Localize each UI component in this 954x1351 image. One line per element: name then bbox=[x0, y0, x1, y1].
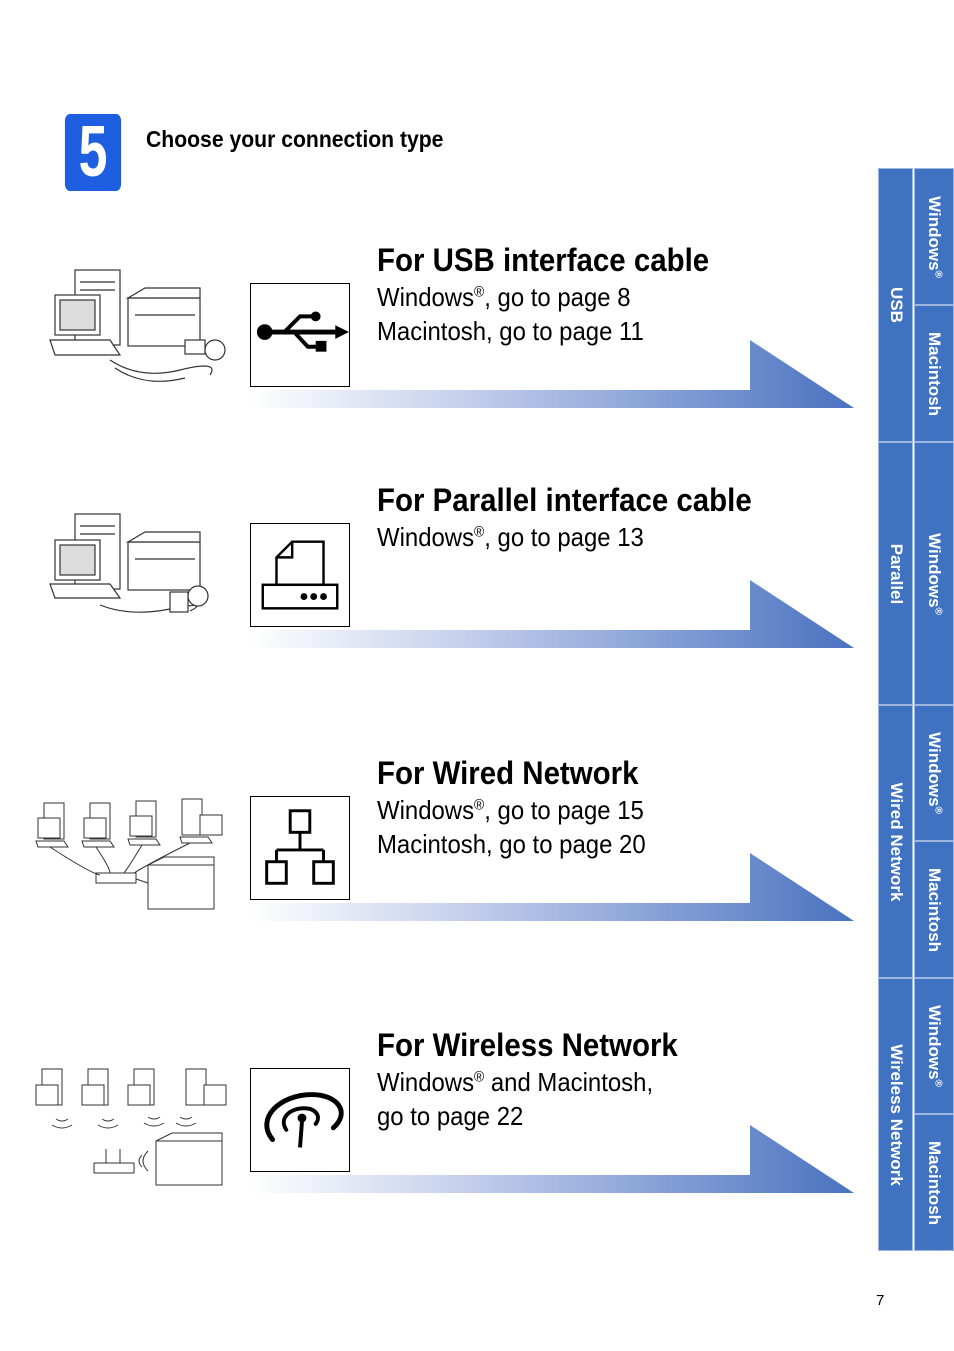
tab-wired-windows-label: Windows® bbox=[925, 732, 944, 814]
tab-usb-windows[interactable]: Windows® bbox=[914, 168, 954, 305]
tab-parallel-label: Parallel bbox=[886, 543, 906, 604]
step-title: Choose your connection type bbox=[146, 126, 444, 152]
tab-parallel-windows-label: Windows® bbox=[925, 532, 944, 615]
wireless-section-title: For Wireless Network bbox=[377, 1027, 678, 1063]
tab-usb-macintosh[interactable]: Macintosh bbox=[914, 305, 954, 442]
wired-network-section: For Wired Network Windows®, go to page 1… bbox=[0, 753, 870, 953]
tab-wired-network-label: Wired Network bbox=[886, 782, 906, 901]
tab-wireless-windows-label: Windows® bbox=[925, 1005, 944, 1087]
usb-macintosh-link[interactable]: Macintosh, go to page 11 bbox=[377, 316, 644, 346]
tab-wireless-windows[interactable]: Windows® bbox=[914, 978, 954, 1114]
usb-arrow bbox=[250, 340, 854, 410]
page-number: 7 bbox=[876, 1292, 885, 1309]
wired-network-illustration bbox=[30, 773, 230, 918]
parallel-section: For Parallel interface cable Windows®, g… bbox=[0, 480, 870, 680]
tab-wired-macintosh[interactable]: Macintosh bbox=[914, 841, 954, 978]
wireless-network-icon bbox=[250, 1068, 350, 1172]
wireless-windows-macintosh-text[interactable]: Windows® and Macintosh, bbox=[377, 1067, 654, 1097]
usb-computer-printer-illustration bbox=[30, 260, 230, 405]
tab-usb-label: USB bbox=[886, 287, 906, 323]
parallel-arrow bbox=[250, 580, 854, 650]
tab-wired-network[interactable]: Wired Network bbox=[878, 705, 913, 978]
wired-windows-link[interactable]: Windows®, go to page 15 bbox=[377, 795, 644, 825]
tab-wireless-network[interactable]: Wireless Network bbox=[878, 978, 913, 1251]
usb-windows-link[interactable]: Windows®, go to page 8 bbox=[377, 282, 631, 312]
usb-icon bbox=[250, 283, 350, 387]
tab-wireless-macintosh-label: Macintosh bbox=[925, 1140, 944, 1225]
usb-section-title: For USB interface cable bbox=[377, 242, 710, 278]
wireless-arrow bbox=[250, 1125, 854, 1195]
parallel-windows-link[interactable]: Windows®, go to page 13 bbox=[377, 522, 644, 552]
tab-usb[interactable]: USB bbox=[878, 168, 913, 442]
tab-usb-windows-label: Windows® bbox=[925, 195, 944, 278]
parallel-section-title: For Parallel interface cable bbox=[377, 482, 752, 518]
wireless-network-section: For Wireless Network Windows® and Macint… bbox=[0, 1025, 870, 1225]
tab-usb-macintosh-label: Macintosh bbox=[925, 331, 944, 416]
wired-arrow bbox=[250, 853, 854, 923]
tab-wired-windows[interactable]: Windows® bbox=[914, 705, 954, 841]
tab-wired-macintosh-label: Macintosh bbox=[925, 867, 944, 952]
wired-macintosh-link[interactable]: Macintosh, go to page 20 bbox=[377, 829, 646, 859]
parallel-port-icon bbox=[250, 523, 350, 627]
step-number-badge: 5 bbox=[64, 114, 122, 191]
wired-section-title: For Wired Network bbox=[377, 755, 639, 791]
wireless-page-link[interactable]: go to page 22 bbox=[377, 1101, 524, 1131]
wireless-network-illustration bbox=[30, 1045, 230, 1190]
side-tabs: USB Windows® Macintosh Parallel Windows®… bbox=[878, 168, 954, 1251]
tab-parallel-windows[interactable]: Windows® bbox=[914, 442, 954, 705]
tab-parallel[interactable]: Parallel bbox=[878, 442, 913, 705]
tab-wireless-network-label: Wireless Network bbox=[886, 1043, 906, 1186]
tab-wireless-macintosh[interactable]: Macintosh bbox=[914, 1114, 954, 1251]
parallel-computer-printer-illustration bbox=[30, 500, 230, 645]
wired-network-icon bbox=[250, 796, 350, 900]
usb-section: For USB interface cable Windows®, go to … bbox=[0, 240, 870, 440]
